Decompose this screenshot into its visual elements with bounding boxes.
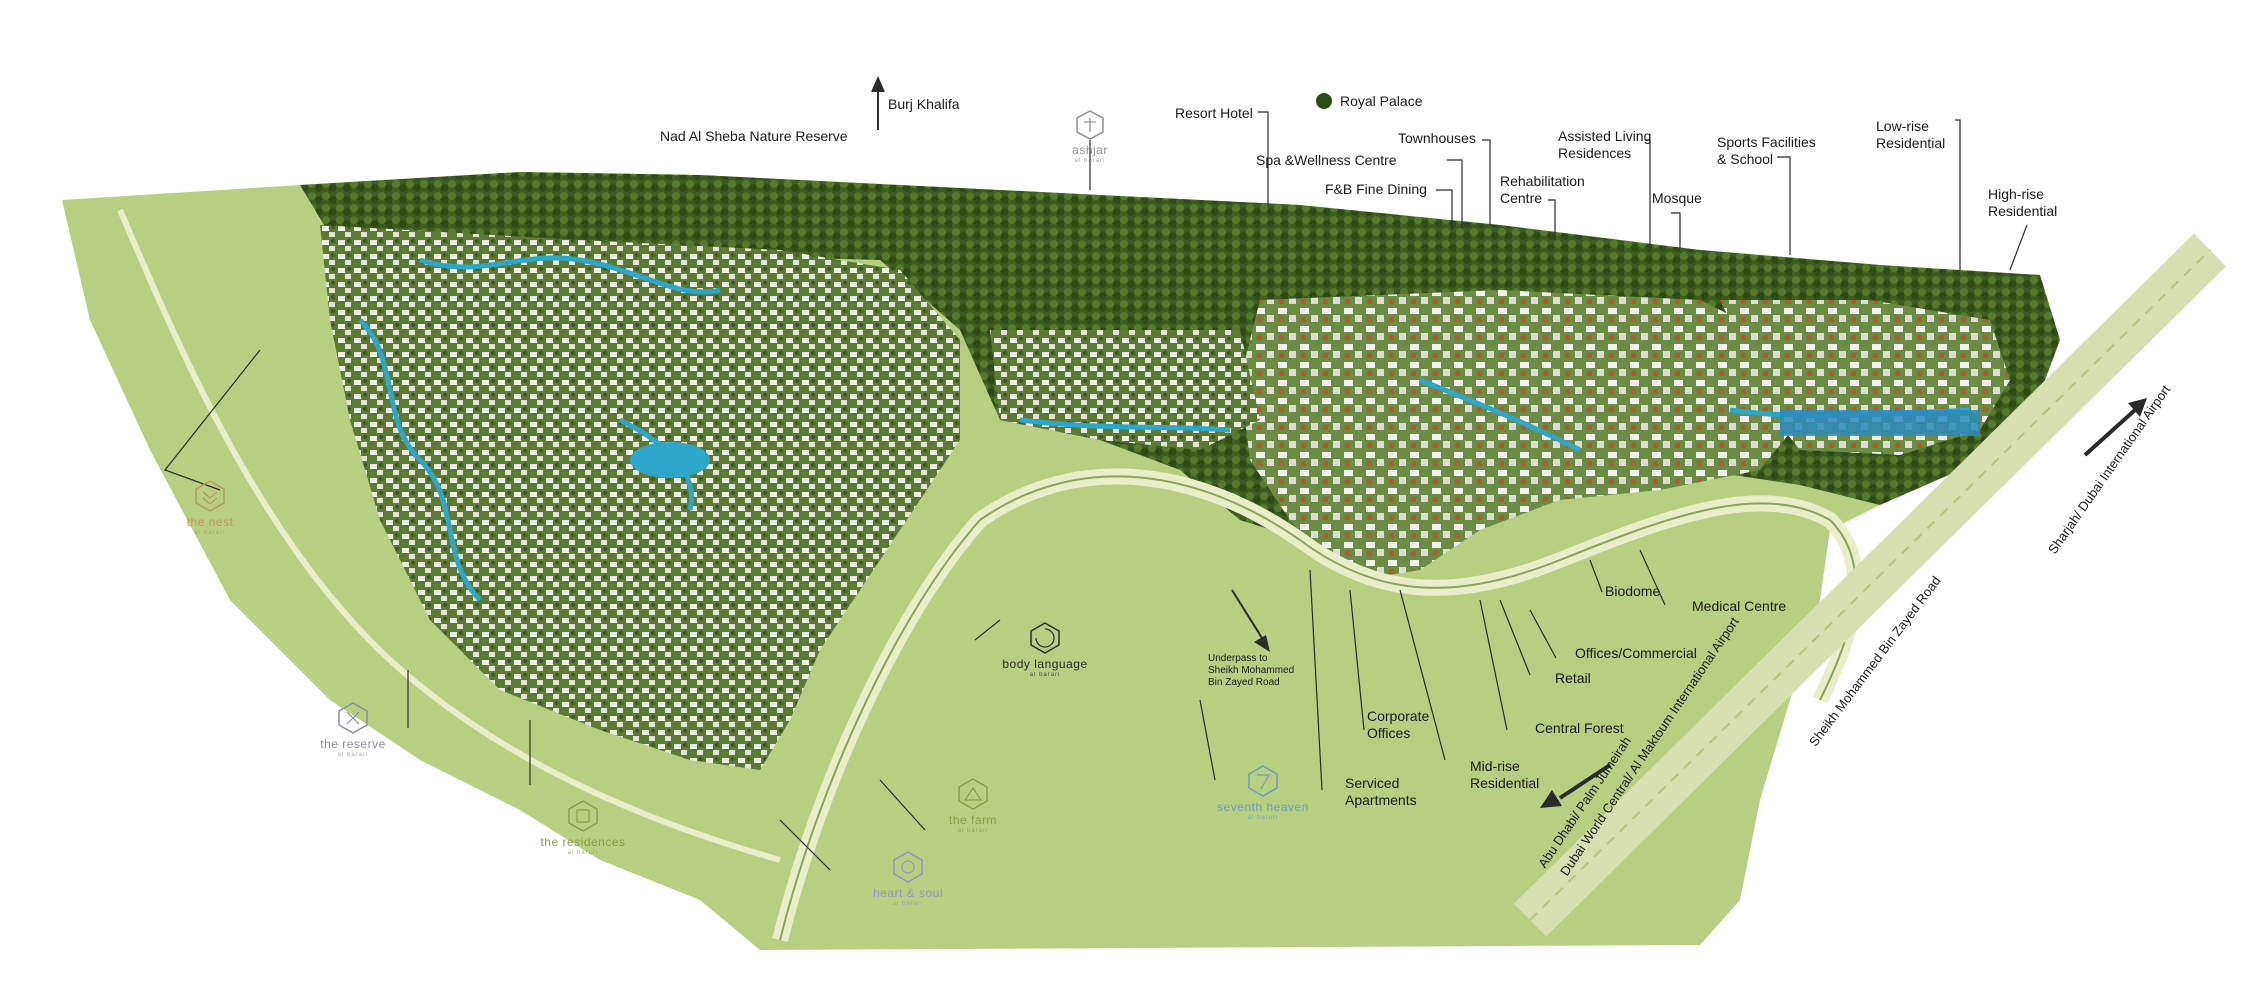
label-sports-school: Sports Facilities & School <box>1717 134 1816 167</box>
arrow-burj <box>871 76 885 130</box>
label-mid-rise: Mid-rise Residential <box>1470 758 1540 791</box>
the-reserve-sub: al barari <box>337 752 369 758</box>
the-reserve-logo-icon <box>338 702 368 734</box>
the-residences-name: the residences <box>540 835 626 849</box>
label-offices-commercial: Offices/Commercial <box>1575 645 1697 661</box>
label-nad-al-sheba: Nad Al Sheba Nature Reserve <box>660 128 848 144</box>
villa-district-west <box>320 225 960 770</box>
label-fb-fine-dining: F&B Fine Dining <box>1325 181 1427 197</box>
the-farm-logo-icon <box>958 778 988 810</box>
seventh-heaven-sub: al barari <box>1247 815 1279 821</box>
label-low-rise: Low-rise Residential <box>1876 118 1946 151</box>
label-underpass: Underpass to Sheikh Mohammed Bin Zayed R… <box>1208 653 1295 688</box>
the-residences-logo-icon <box>568 800 598 832</box>
body-language-logo-icon <box>1030 622 1060 654</box>
perimeter-road-west <box>117 208 781 863</box>
arrow-abu-dhabi <box>1540 763 1612 808</box>
label-retail: Retail <box>1555 670 1591 686</box>
the-farm-sub: al barari <box>957 828 989 834</box>
brand-ashjar: ashjar al barari <box>1040 110 1140 165</box>
label-royal-palace: Royal Palace <box>1340 93 1423 109</box>
the-nest-name: the nest <box>186 515 234 529</box>
seventh-heaven-name: seventh heaven <box>1217 800 1309 814</box>
seventh-heaven-logo-icon <box>1248 765 1278 797</box>
label-central-forest: Central Forest <box>1535 720 1624 736</box>
lake <box>630 442 710 478</box>
label-burj-khalifa: Burj Khalifa <box>888 96 960 112</box>
brand-the-farm: the farm al barari <box>923 778 1023 835</box>
label-corporate-offices: Corporate Offices <box>1367 708 1430 741</box>
body-language-sub: al barari <box>1029 672 1061 678</box>
heart-soul-name: heart & soul <box>872 886 944 900</box>
the-farm-name: the farm <box>948 813 997 827</box>
body-language-name: body language <box>1002 657 1088 671</box>
the-nest-sub: al barari <box>194 530 226 536</box>
brand-body-language: body language al barari <box>990 622 1100 679</box>
label-resort-hotel: Resort Hotel <box>1175 105 1253 121</box>
the-residences-sub: al barari <box>567 850 599 856</box>
heart-soul-sub: al barari <box>892 901 924 907</box>
label-mosque: Mosque <box>1652 190 1702 206</box>
arrow-sharjah <box>2083 398 2147 457</box>
label-townhouses: Townhouses <box>1398 130 1476 146</box>
ashjar-sub: al barari <box>1074 158 1106 164</box>
ashjar-logo-icon <box>1076 110 1104 140</box>
arrow-underpass <box>1231 589 1270 652</box>
brand-seventh-heaven: seventh heaven al barari <box>1208 765 1318 822</box>
smbz-highway-lane <box>1529 249 2211 921</box>
pool-strip <box>1780 410 1980 436</box>
brand-the-reserve: the reserve al barari <box>303 702 403 759</box>
resort-strip <box>990 330 1260 450</box>
label-serviced-apartments: Serviced Apartments <box>1345 775 1417 808</box>
royal-palace-dot <box>1316 93 1332 109</box>
the-nest-logo-icon <box>195 480 225 512</box>
the-reserve-name: the reserve <box>320 737 386 751</box>
label-assisted-living: Assisted Living Residences <box>1558 128 1652 161</box>
urban-district-east <box>1240 290 1800 580</box>
leader-lines <box>164 111 2028 871</box>
heart-soul-logo-icon <box>893 851 923 883</box>
label-spa-wellness: Spa &Wellness Centre <box>1256 152 1397 168</box>
label-biodome: Biodome <box>1605 583 1661 599</box>
ashjar-name: ashjar <box>1072 143 1108 157</box>
label-high-rise: High-rise Residential <box>1988 186 2058 219</box>
brand-heart-soul: heart & soul al barari <box>858 851 958 908</box>
label-medical-centre: Medical Centre <box>1692 598 1787 614</box>
main-boulevard-edge <box>779 475 1857 941</box>
label-rehabilitation: Rehabilitation Centre <box>1500 173 1585 206</box>
brand-the-residences: the residences al barari <box>523 800 643 857</box>
brand-the-nest: the nest al barari <box>160 480 260 537</box>
